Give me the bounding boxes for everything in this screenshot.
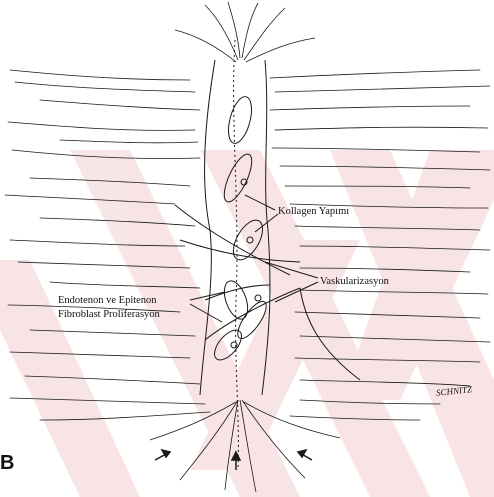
label-fibroblast-line-1: Endotenon ve Epitenon (58, 295, 157, 307)
panel-letter: B (0, 452, 14, 475)
label-vascularization: Vaskularizasyon (320, 276, 389, 288)
label-collagen: Kollagen Yapımı (278, 206, 349, 218)
top-fray (175, 2, 315, 62)
arrow-icon-left (155, 450, 170, 460)
label-fibroblast-line-2: Fibroblast Proliferasyon (58, 309, 160, 321)
arrow-icon-right (298, 450, 312, 460)
watermark (0, 150, 494, 497)
